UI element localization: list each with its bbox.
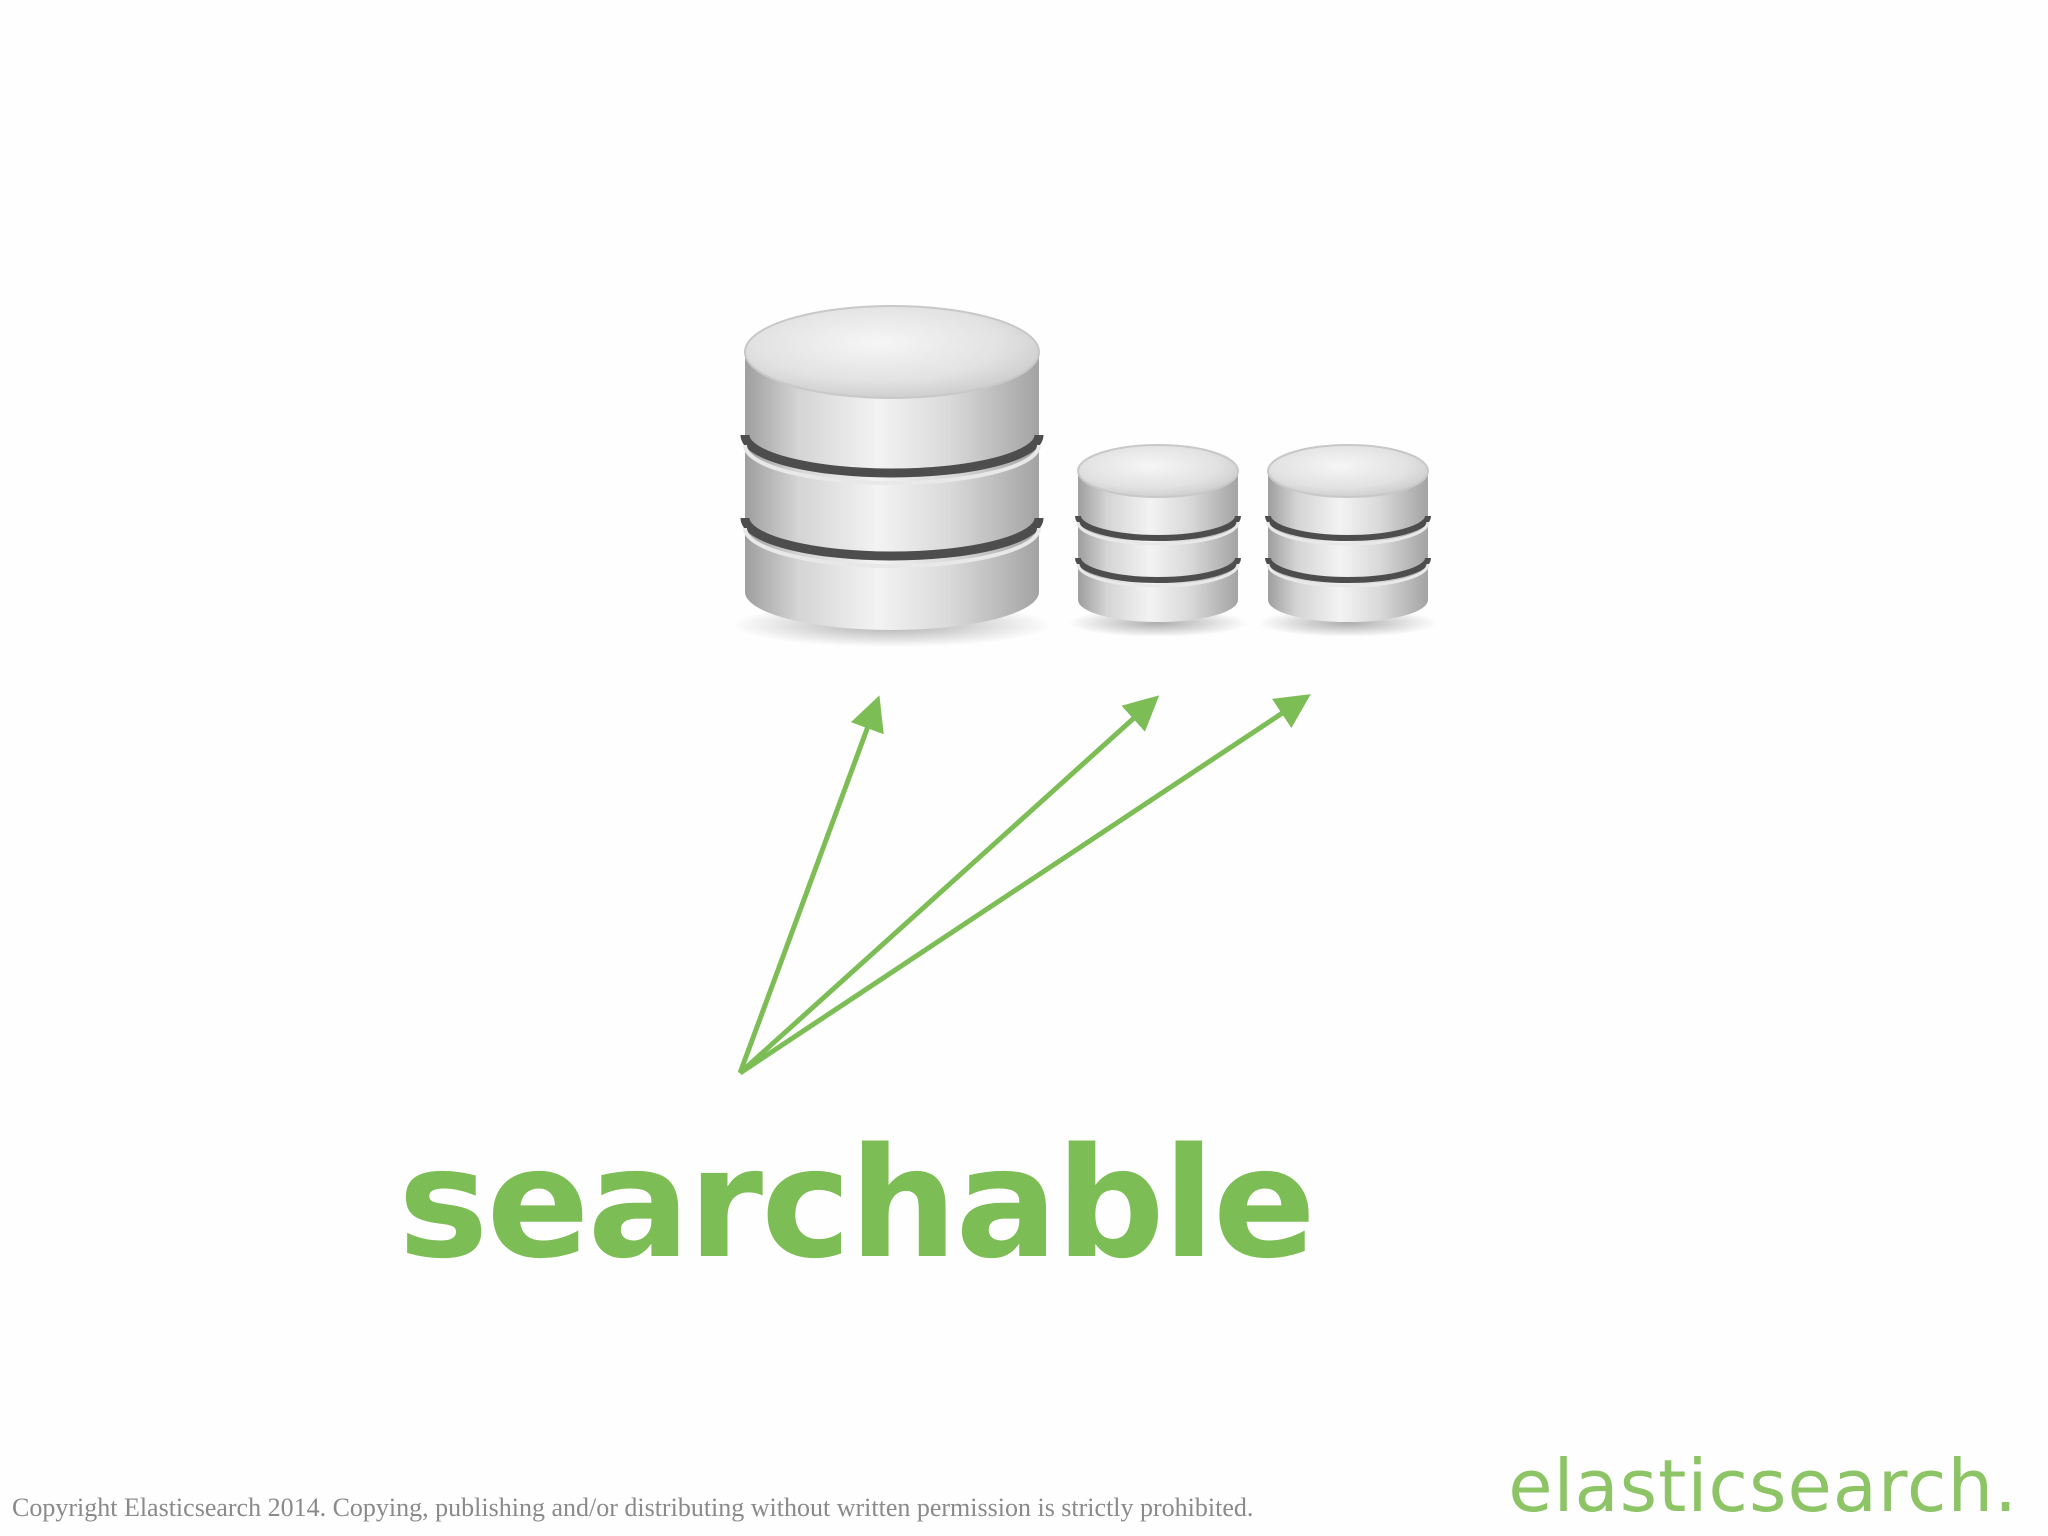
database-icon-small-2 [1258,444,1438,637]
elasticsearch-logo: elasticsearch. [1508,1444,2018,1528]
arrow-to-database-small-1 [738,695,1160,1075]
headline-searchable: searchable [398,1115,1316,1292]
arrow-to-database-large [737,695,884,1074]
arrow-to-database-small-2 [738,694,1311,1076]
copyright-notice: Copyright Elasticsearch 2014. Copying, p… [12,1493,1254,1522]
database-icon-small-1 [1068,444,1248,637]
database-icon-large [732,305,1052,647]
